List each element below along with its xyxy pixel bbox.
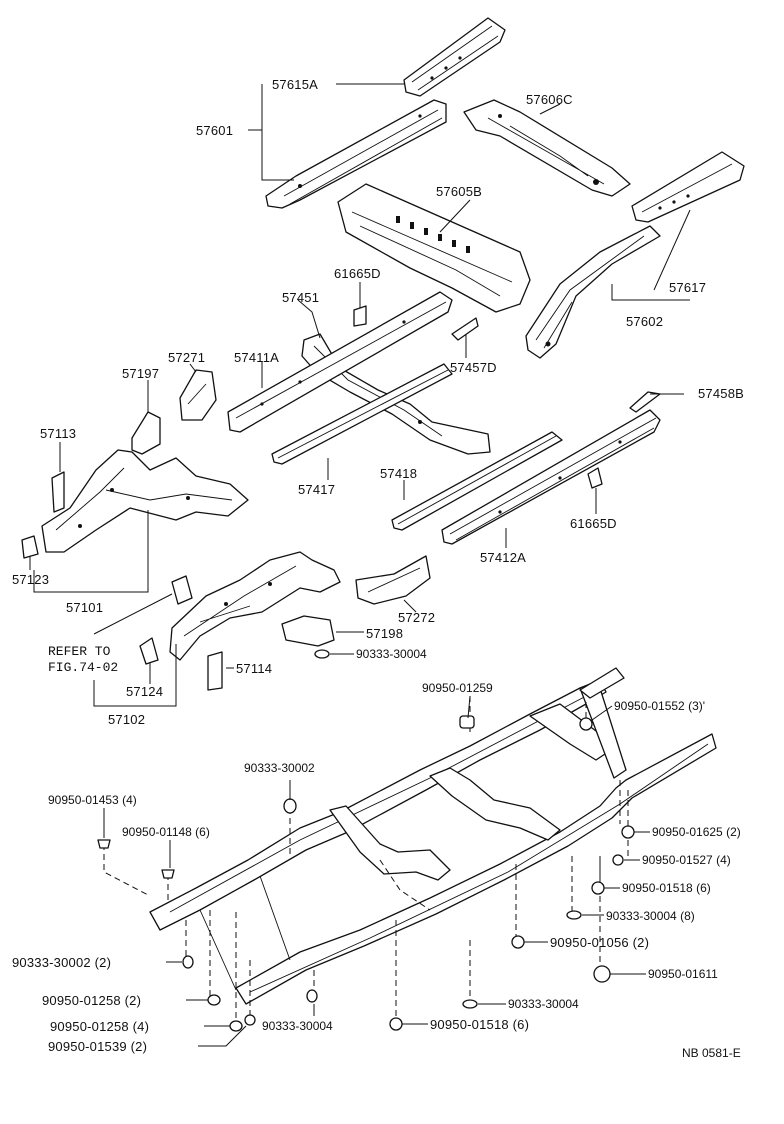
part-57617[interactable]: [631, 151, 745, 223]
refer-to-line1: REFER TO: [48, 644, 111, 659]
label-90950-01518-b: 90950-01518 (6): [430, 1017, 529, 1032]
part-57606C[interactable]: [463, 99, 631, 197]
part-57418[interactable]: [391, 431, 563, 531]
label-57418: 57418: [380, 466, 417, 481]
part-57457D[interactable]: [451, 317, 479, 341]
frame-assembly: [149, 667, 717, 1005]
fastener-90950-01552[interactable]: [579, 717, 593, 731]
part-57198[interactable]: [281, 615, 335, 647]
label-90950-01148: 90950-01148 (6): [122, 825, 210, 839]
refer-to-line2: FIG.74-02: [48, 660, 118, 675]
fastener-90950-01611[interactable]: [593, 965, 611, 983]
label-57197: 57197: [122, 366, 159, 381]
part-57114[interactable]: [207, 651, 223, 691]
label-57198: 57198: [366, 626, 403, 641]
fastener-90333-30002-2[interactable]: [182, 955, 194, 969]
label-90333-30002-2: 90333-30002 (2): [12, 955, 111, 970]
label-90950-01259: 90950-01259: [422, 681, 493, 695]
label-57417: 57417: [298, 482, 335, 497]
label-90950-01625: 90950-01625 (2): [652, 825, 741, 839]
fastener-90333-30004-bl[interactable]: [306, 989, 318, 1003]
fastener-90950-01518-r[interactable]: [591, 881, 605, 895]
label-90950-01258-4: 90950-01258 (4): [50, 1019, 149, 1034]
label-57113: 57113: [40, 426, 76, 441]
label-57101: 57101: [66, 600, 103, 615]
part-57113[interactable]: [51, 471, 65, 513]
leader-lines: [29, 83, 691, 1047]
label-61665D-top: 61665D: [334, 266, 381, 281]
label-57451: 57451: [282, 290, 319, 305]
fastener-90950-01527[interactable]: [612, 854, 624, 866]
fastener-90333-30004-br[interactable]: [462, 999, 478, 1009]
part-57124[interactable]: [139, 637, 159, 665]
part-57605B[interactable]: [337, 183, 531, 313]
label-90950-01056: 90950-01056 (2): [550, 935, 649, 950]
part-57102[interactable]: [169, 551, 341, 661]
label-57458B: 57458B: [698, 386, 744, 401]
label-57412A: 57412A: [480, 550, 526, 565]
fastener-90950-01259[interactable]: [459, 715, 475, 729]
fastener-90333-30004-8[interactable]: [566, 910, 582, 920]
label-90950-01518-r: 90950-01518 (6): [622, 881, 711, 895]
part-57615A[interactable]: [403, 17, 506, 97]
label-90333-30004-br: 90333-30004: [508, 997, 579, 1011]
label-90950-01527: 90950-01527 (4): [642, 853, 731, 867]
part-61665D-bottom[interactable]: [587, 467, 603, 489]
fastener-dash-lines: [103, 696, 629, 1024]
fastener-90950-01625[interactable]: [621, 825, 635, 839]
fastener-90950-01258-4[interactable]: [229, 1020, 243, 1032]
part-90333-30004-a[interactable]: [314, 649, 330, 659]
label-57271: 57271: [168, 350, 205, 365]
fastener-90950-01148[interactable]: [161, 869, 175, 879]
label-90950-01258-2: 90950-01258 (2): [42, 993, 141, 1008]
part-57123[interactable]: [21, 535, 39, 559]
label-90950-01611: 90950-01611: [648, 967, 718, 981]
label-90950-01453: 90950-01453 (4): [48, 793, 137, 807]
label-90950-01539: 90950-01539 (2): [48, 1039, 147, 1054]
label-90333-30004-a: 90333-30004: [356, 647, 427, 661]
label-57601: 57601: [196, 123, 233, 138]
fastener-90950-01518-b[interactable]: [389, 1017, 403, 1031]
part-57417[interactable]: [271, 363, 453, 465]
label-61665D-bottom: 61665D: [570, 516, 617, 531]
label-57602: 57602: [626, 314, 663, 329]
label-57617: 57617: [669, 280, 706, 295]
part-57197[interactable]: [131, 411, 161, 455]
label-57272: 57272: [398, 610, 435, 625]
part-57101[interactable]: [41, 449, 249, 553]
label-90333-30004-bl: 90333-30004: [262, 1019, 333, 1033]
fastener-90950-01453[interactable]: [97, 839, 111, 849]
label-90333-30004-8: 90333-30004 (8): [606, 909, 695, 923]
part-57272[interactable]: [355, 555, 431, 605]
part-57458B[interactable]: [629, 391, 661, 413]
label-57605B: 57605B: [436, 184, 482, 199]
label-90333-30002-top: 90333-30002: [244, 761, 315, 775]
part-57411A[interactable]: [227, 291, 453, 433]
part-57412A[interactable]: [441, 409, 661, 545]
label-57606C: 57606C: [526, 92, 573, 107]
fastener-90950-01539[interactable]: [244, 1014, 256, 1026]
part-61665D-top[interactable]: [353, 305, 367, 327]
figure-code: NB 0581-E: [682, 1046, 741, 1060]
label-57457D: 57457D: [450, 360, 497, 375]
part-57601[interactable]: [265, 99, 447, 209]
label-57123: 57123: [12, 572, 49, 587]
part-clip-left[interactable]: [171, 575, 193, 605]
fastener-90950-01056[interactable]: [511, 935, 525, 949]
label-90950-01552: 90950-01552 (3)': [614, 699, 705, 713]
label-57102: 57102: [108, 712, 145, 727]
label-57615A: 57615A: [272, 77, 318, 92]
label-57114: 57114: [236, 661, 272, 676]
part-57271[interactable]: [179, 369, 217, 421]
label-57124: 57124: [126, 684, 163, 699]
fastener-90950-01258-2[interactable]: [207, 994, 221, 1006]
part-57602[interactable]: [525, 225, 661, 359]
fastener-90333-30002-top[interactable]: [283, 798, 297, 814]
label-57411A: 57411A: [234, 350, 279, 365]
